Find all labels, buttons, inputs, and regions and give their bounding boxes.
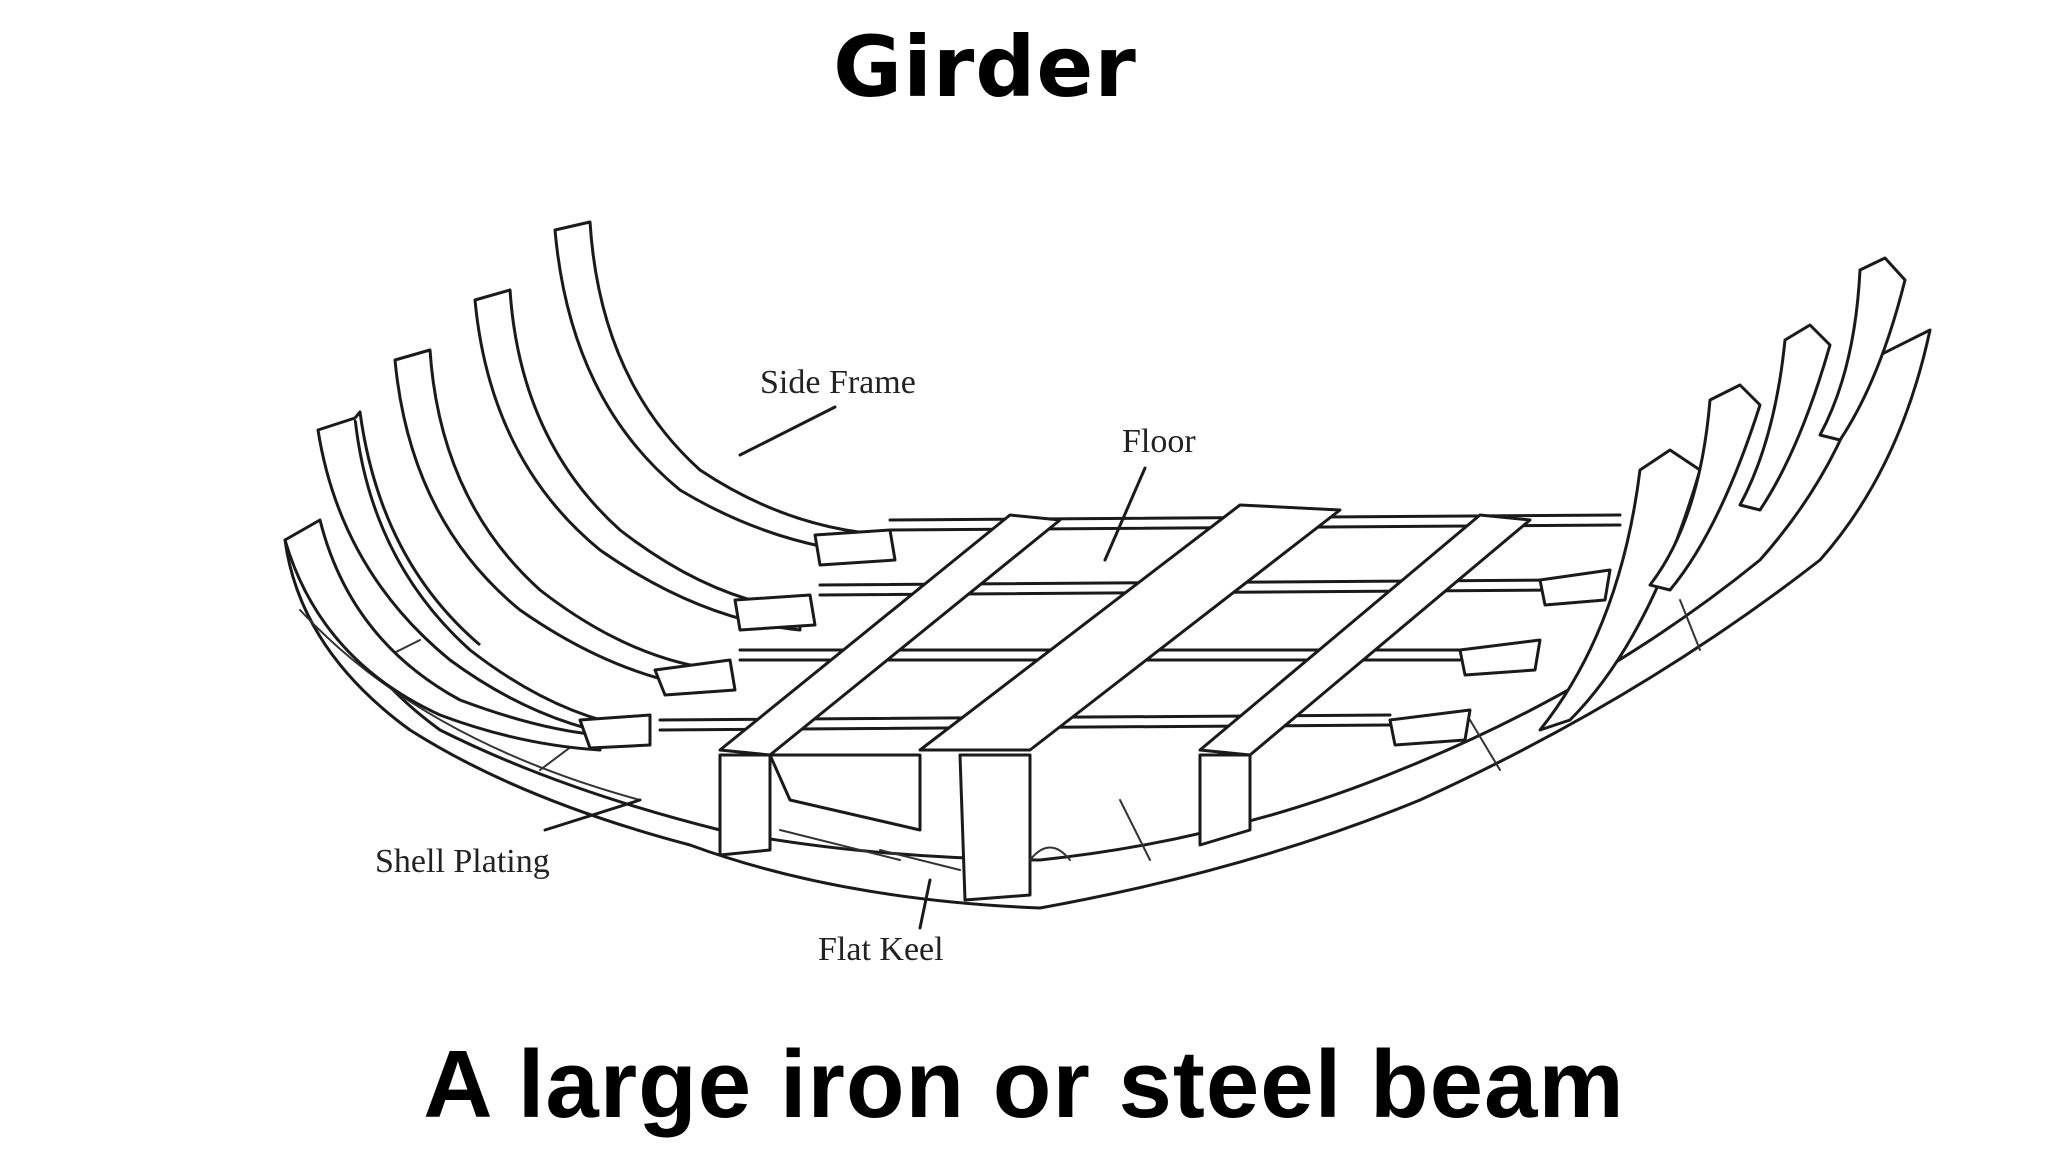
- keel-girder-webs: [718, 753, 1252, 902]
- side-frames-right: [1388, 256, 1907, 747]
- page-title: Girder: [833, 18, 1137, 116]
- label-floor: Floor: [1122, 423, 1196, 460]
- leader-side-frame: [738, 405, 837, 457]
- callout-leaders: [543, 405, 1147, 930]
- label-side-frame: Side Frame: [760, 364, 916, 401]
- leader-flat-keel: [918, 878, 932, 930]
- label-flat-keel: Flat Keel: [818, 931, 944, 968]
- side-frames-left: [283, 220, 897, 752]
- leader-shell-plating: [543, 798, 642, 832]
- floors: [718, 503, 1532, 757]
- label-shell-plating: Shell Plating: [375, 843, 550, 880]
- leader-floor: [1103, 466, 1147, 562]
- caption-definition: A large iron or steel beam: [423, 1031, 1625, 1138]
